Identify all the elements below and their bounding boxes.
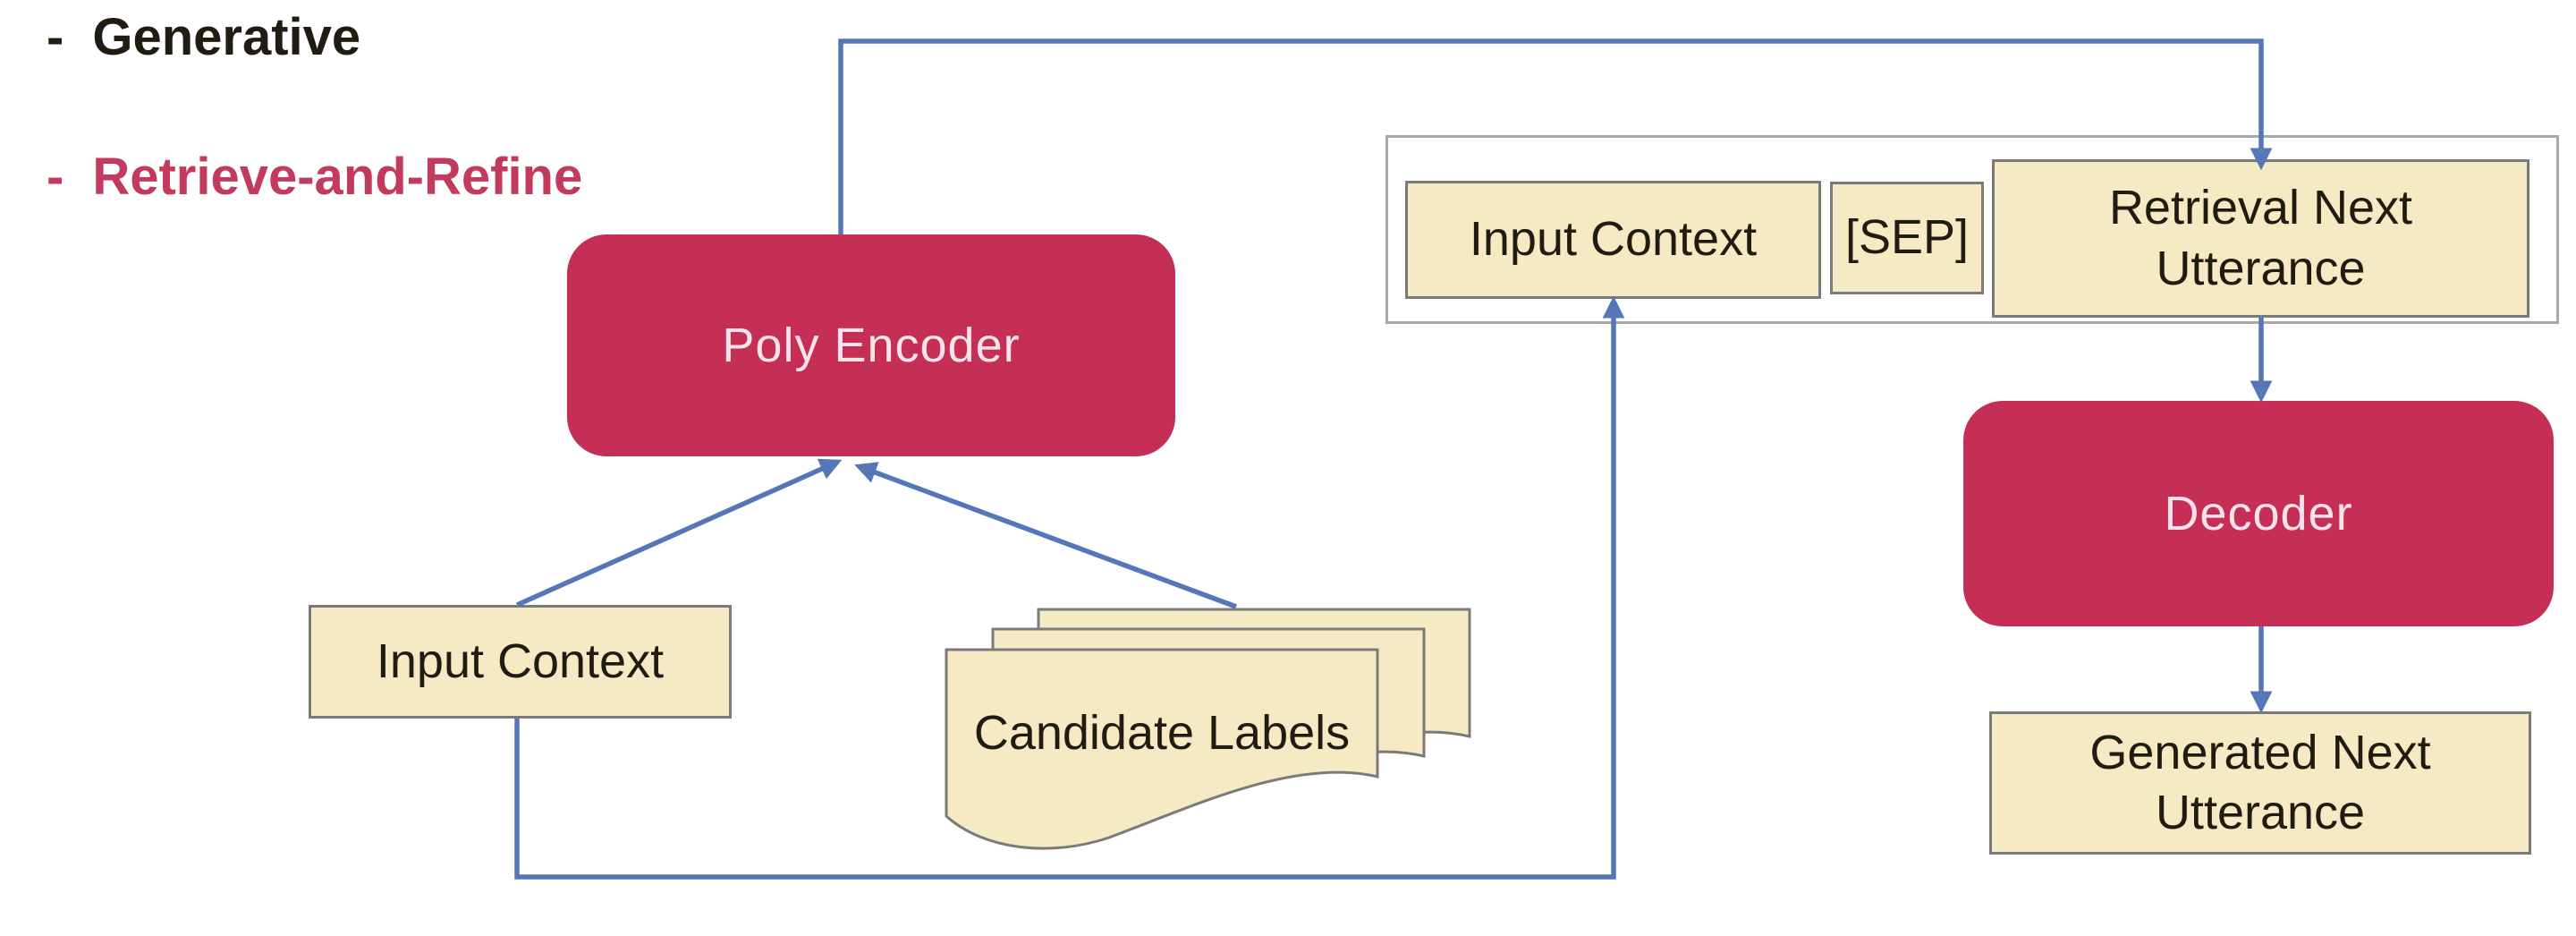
generated-next-utterance-box: Generated Next Utterance (1989, 711, 2531, 855)
poly-encoder-box: Poly Encoder (567, 234, 1175, 456)
legend-item-retrieve-and-refine: - Retrieve-and-Refine (47, 149, 582, 206)
bullet-dash: - (47, 8, 64, 66)
decoder-label: Decoder (2164, 487, 2353, 540)
retrieval-next-utterance-box: Retrieval Next Utterance (1992, 159, 2529, 318)
legend-item-generative: - Generative (47, 9, 360, 66)
sep-token-label: [SEP] (1844, 210, 1970, 265)
bullet-dash: - (47, 148, 64, 206)
retrieval-next-utterance-label: Retrieval Next Utterance (2108, 181, 2413, 295)
legend-label-generative: Generative (92, 8, 361, 66)
poly-encoder-label: Poly Encoder (722, 319, 1021, 372)
generated-next-utterance-label: Generated Next Utterance (2089, 725, 2431, 840)
input-context-left-label: Input Context (376, 634, 665, 688)
input-context-concat-label: Input Context (1469, 212, 1758, 267)
legend-label-retrieve-and-refine: Retrieve-and-Refine (92, 148, 583, 206)
sep-token-box: [SEP] (1830, 182, 1984, 294)
decoder-box: Decoder (1963, 401, 2554, 626)
candidate-labels-label: Candidate Labels (973, 705, 1351, 760)
input-context-box-concat: Input Context (1405, 181, 1821, 299)
input-context-box-left: Input Context (309, 605, 732, 719)
